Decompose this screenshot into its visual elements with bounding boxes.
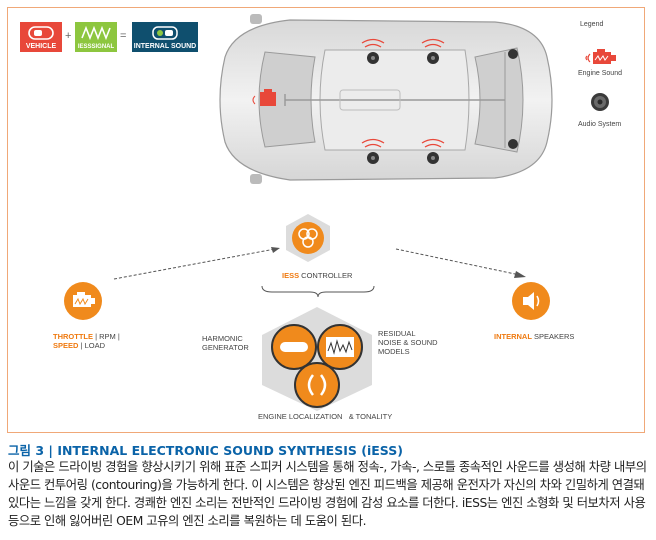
legend-engine-sound: Engine Sound <box>578 70 622 77</box>
figure-caption-body: 이 기술은 드라이빙 경험을 향상시키기 위해 표준 스피커 시스템을 통해 정… <box>8 460 647 528</box>
input-label: THROTTLE | RPM | SPEED | LOAD <box>53 332 120 350</box>
engine-input-icon <box>64 282 102 320</box>
speaker-front-right <box>361 138 385 164</box>
controller-brace <box>261 285 375 298</box>
engine-localization-label: ENGINE LOCALIZATION & TONALITY <box>258 412 393 421</box>
speaker-rear-right <box>421 138 445 164</box>
iess-signal-chip: IESSSIGNAL <box>75 22 117 52</box>
audio-system-icon <box>591 93 609 111</box>
synthesis-hexagon <box>262 307 372 411</box>
waveform-icon <box>81 26 111 40</box>
vehicle-icon <box>28 26 54 40</box>
engine-sound-marker <box>252 89 276 106</box>
controller-label: iESS CONTROLLER <box>282 271 353 280</box>
harmonic-generator-icon <box>271 324 317 370</box>
iess-controller-icon <box>286 214 330 262</box>
iess-signal-label: IESSSIGNAL <box>77 44 115 50</box>
car-topview <box>219 14 553 184</box>
car-sound-icon <box>152 26 178 40</box>
internal-sound-chip: INTERNAL SOUND <box>132 22 198 52</box>
speaker-front-left <box>361 38 385 64</box>
input-arrow <box>113 247 280 280</box>
vehicle-chip: VEHICLE <box>20 22 62 52</box>
residual-noise-icon <box>317 324 363 370</box>
internal-sound-label: INTERNAL SOUND <box>133 43 197 50</box>
legend-audio-system: Audio System <box>578 121 622 128</box>
figure-caption-title: 그림 3 | INTERNAL ELECTRONIC SOUND SYNTHES… <box>8 443 403 458</box>
engine-sound-icon <box>585 49 616 64</box>
output-label: INTERNAL SPEAKERS <box>494 332 575 341</box>
speaker-output-icon <box>512 282 550 320</box>
output-arrow <box>395 248 526 278</box>
plus-sign: + <box>65 30 72 42</box>
vehicle-label: VEHICLE <box>25 43 57 50</box>
engine-localization-icon <box>294 362 340 408</box>
legend-title: Legend <box>580 21 604 28</box>
equals-sign: = <box>120 30 127 42</box>
speaker-rear-left <box>421 38 445 64</box>
